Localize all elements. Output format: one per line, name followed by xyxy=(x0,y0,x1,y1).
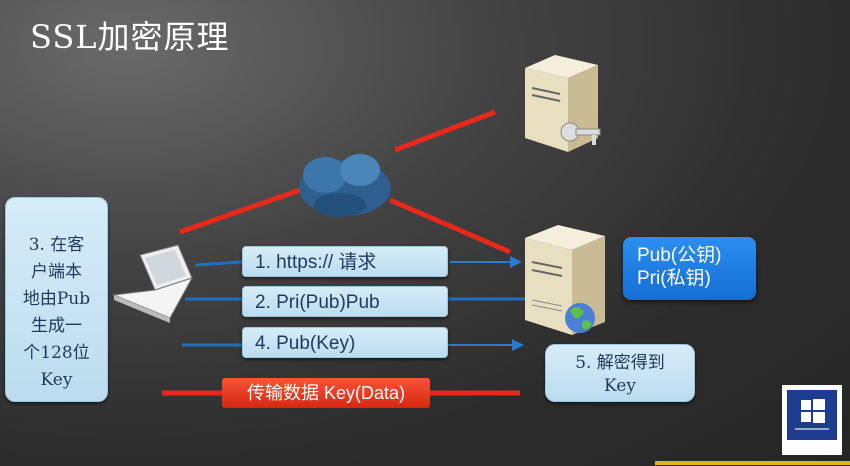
red-line xyxy=(394,109,496,153)
step-5-decrypt-note: 5. 解密得到 Key xyxy=(545,344,695,402)
globe-icon xyxy=(565,303,595,333)
note-line: 户端本 xyxy=(31,262,82,282)
server-with-key-icon xyxy=(525,55,601,152)
server-icon xyxy=(525,225,605,335)
windows-server-logo xyxy=(782,385,842,455)
step-4-encrypted-key: 4. Pub(Key) xyxy=(242,327,448,358)
cloud-icon xyxy=(299,154,391,217)
blue-line xyxy=(194,260,243,267)
red-line xyxy=(389,197,511,255)
note-line: 个128位 xyxy=(23,343,90,363)
private-key-label: Pri(私钥) xyxy=(637,268,711,289)
note-line: 生成一 xyxy=(31,316,82,336)
note-line: 5. 解密得到 xyxy=(575,353,665,373)
note-line: 3. 在客 xyxy=(28,235,85,255)
windows-icon xyxy=(795,399,829,430)
public-key-label: Pub(公钥) xyxy=(637,245,722,266)
slide-title: SSL加密原理 xyxy=(30,18,230,56)
key-pair-box: Pub(公钥) Pri(私钥) xyxy=(623,237,756,300)
step-2-public-key: 2. Pri(Pub)Pub xyxy=(242,286,448,317)
step-1-request: 1. https:// 请求 xyxy=(242,246,448,277)
data-transfer-bar: 传输数据 Key(Data) xyxy=(222,378,430,408)
laptop-icon xyxy=(112,244,194,323)
note-line: Key xyxy=(604,376,636,396)
red-line xyxy=(179,187,301,235)
note-line: 地由Pub xyxy=(22,289,91,309)
client-generate-key-note: 3. 在客 户端本 地由Pub 生成一 个128位 Key xyxy=(5,197,108,402)
note-line: Key xyxy=(40,370,73,390)
